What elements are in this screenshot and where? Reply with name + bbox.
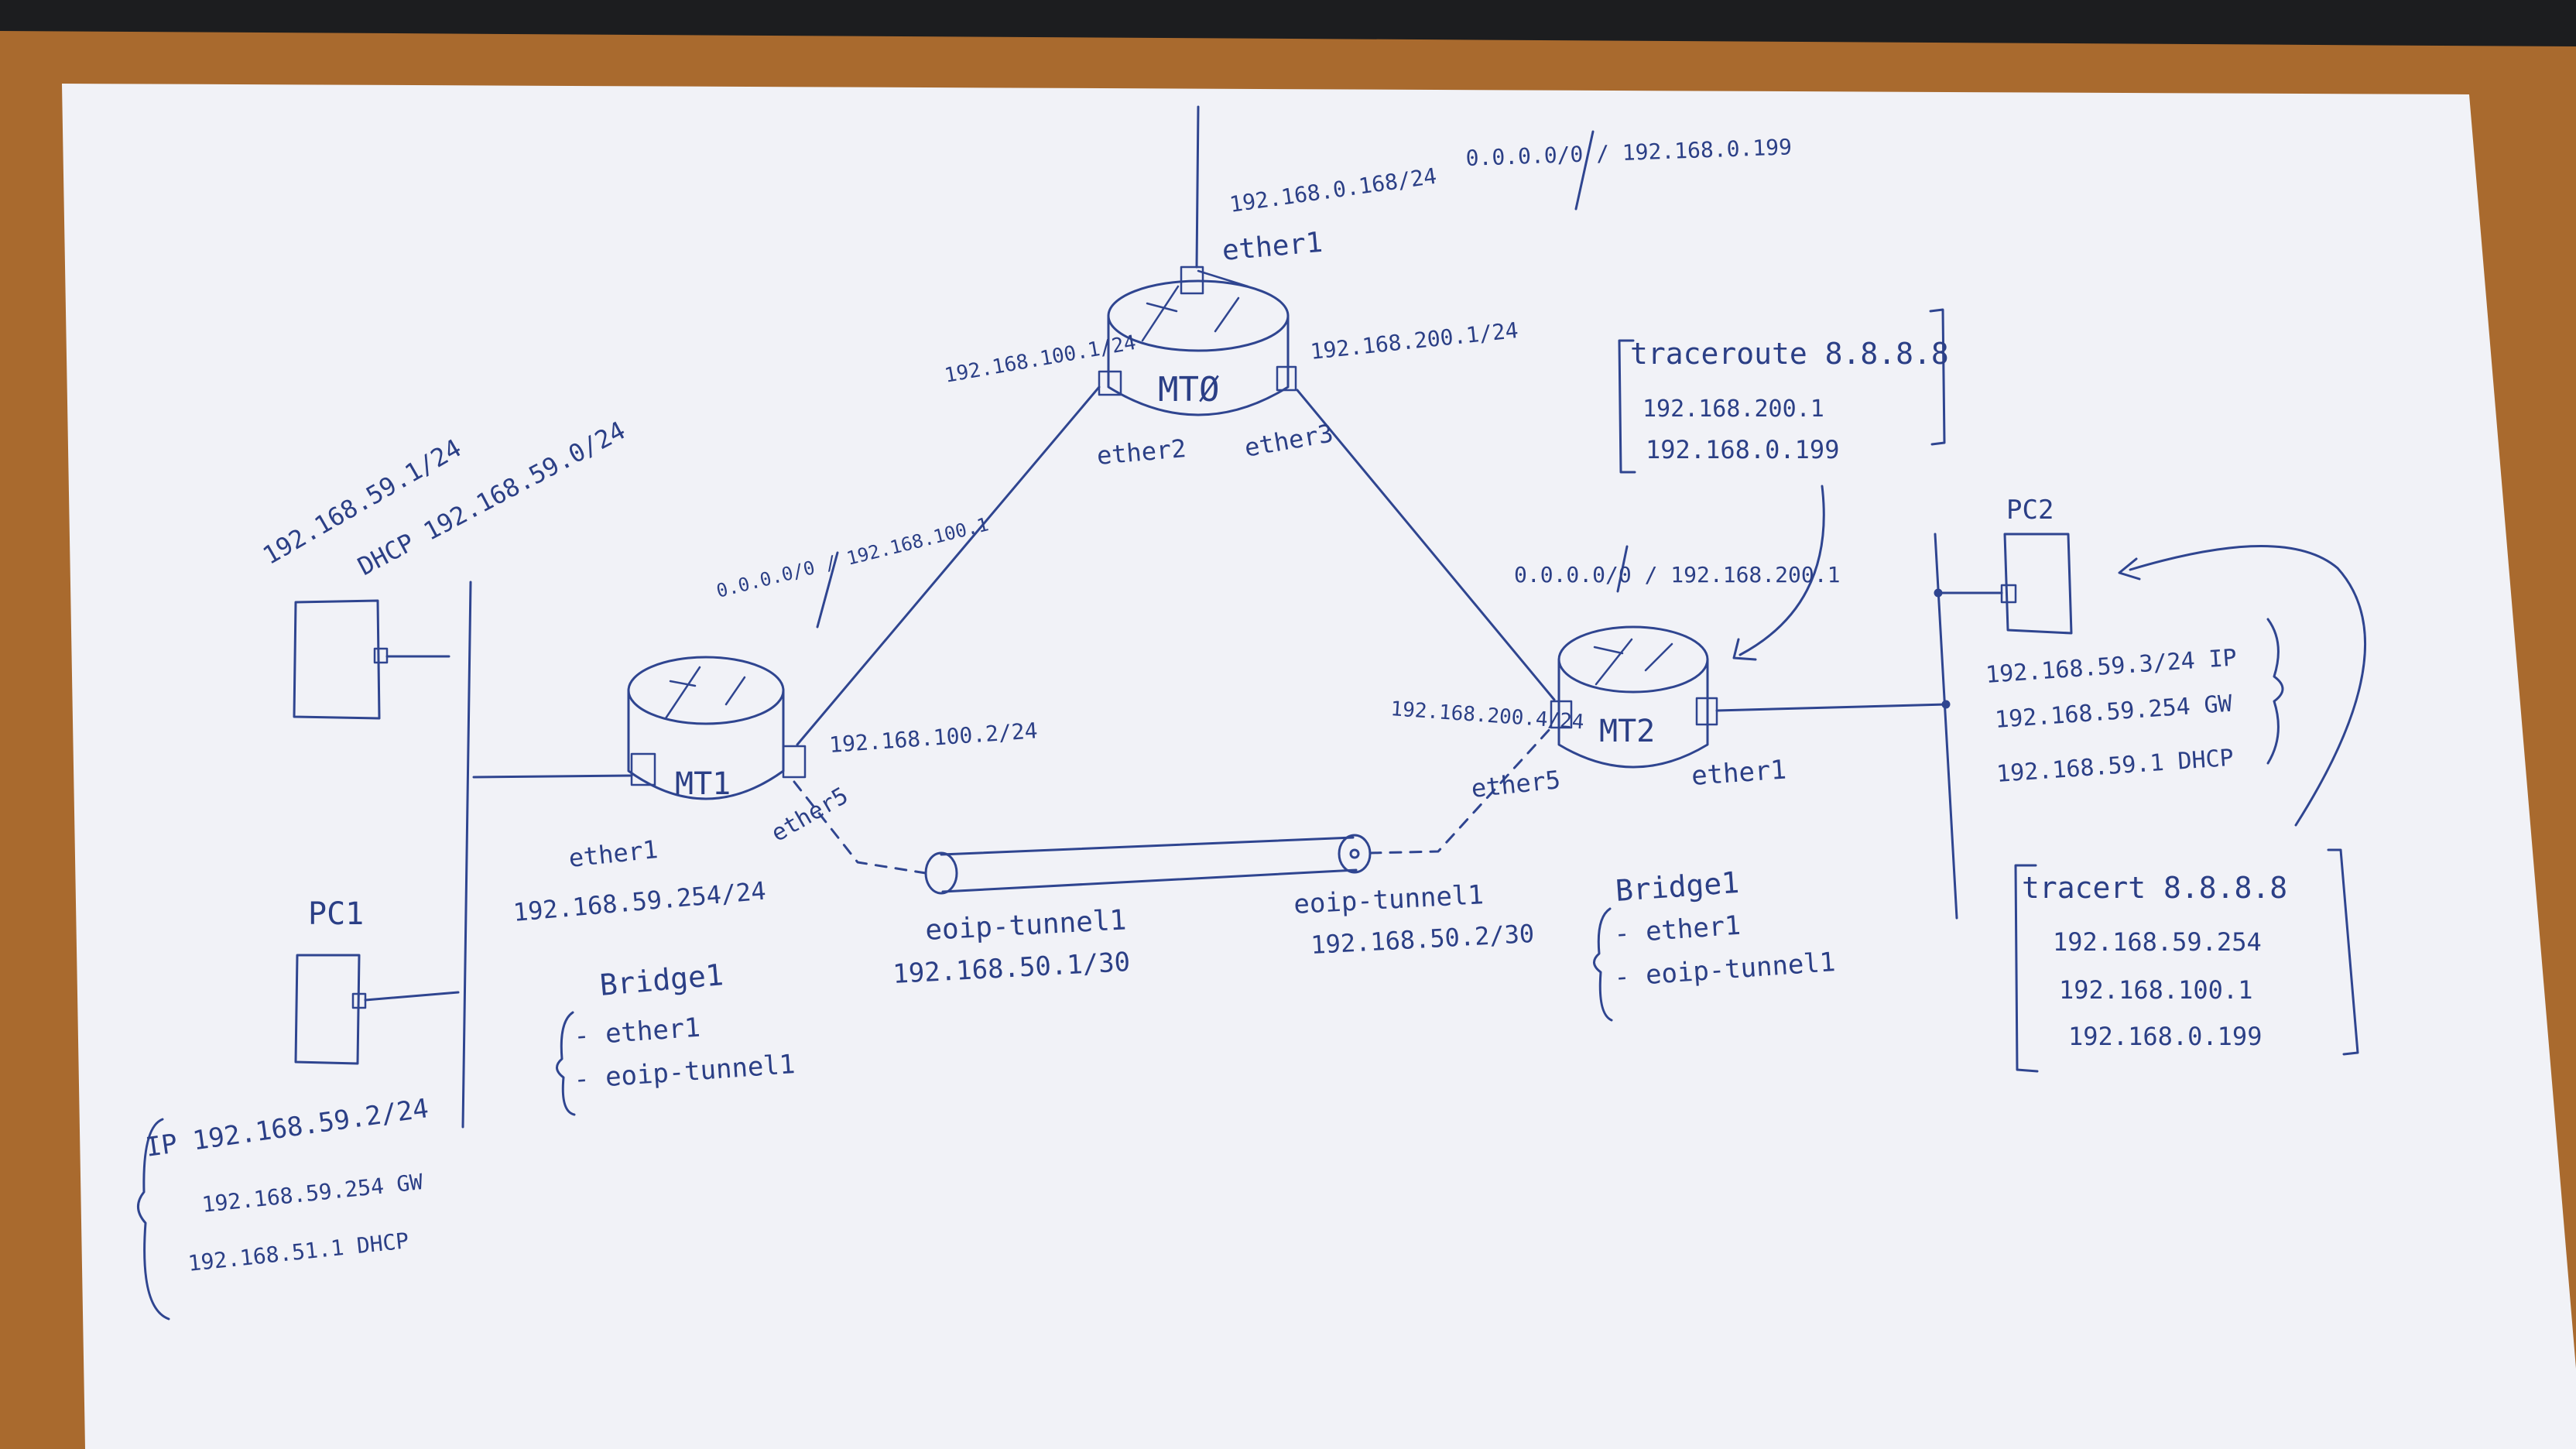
traceroute-pc2-hop-1: 192.168.59.254 [2053,927,2262,957]
mt1-port-ether5 [782,745,807,779]
link-mt0-mt2 [1296,389,1556,701]
mt0-port-ether3 [1276,365,1297,392]
traceroute-pc2-command: tracert 8.8.8.8 [2022,871,2287,905]
link-lan-left-mt1 [472,774,633,779]
mt0-route-slash [1574,130,1595,211]
bracket-pc2-config [2266,618,2284,765]
traceroute-mt2-hop-2: 192.168.0.199 [1646,435,1839,464]
tunnel-link-left [793,780,927,875]
mt2-label: MT2 [1599,714,1655,749]
lan-left-bus [461,581,472,1129]
bracket-mt1-bridge [556,1011,576,1116]
paper-sheet [62,84,2576,1449]
mt2-router-icon [1557,625,1709,769]
bracket-traceroute-pc2 [2014,848,2359,1073]
traceroute-pc2-hop-2: 192.168.100.1 [2059,975,2252,1005]
eoip-tunnel-pipe [924,834,1372,895]
traceroute-pc2-hop-3: 192.168.0.199 [2068,1022,2262,1051]
link-mt2-lan-right [1715,703,1947,712]
lan-left-gateway-device [293,599,381,720]
bracket-pc1-config [137,1118,170,1321]
mt0-port-ether1 [1180,265,1204,295]
traceroute-mt2-command: traceroute 8.8.8.8 [1630,337,1949,371]
bracket-traceroute-mt2 [1618,308,1946,474]
arrow-tracert-to-pc2-head [2118,557,2141,581]
mt2-ether1-label: ether1 [1690,755,1787,792]
pc2-label: PC2 [2006,495,2054,526]
mt1-port-ether1 [630,752,656,786]
tunnel-link-right [1368,726,1553,855]
pc1-device [294,954,361,1065]
laptop-edge [0,0,2576,46]
bracket-mt2-bridge [1593,907,1613,1022]
mt1-route-slash [816,551,839,629]
traceroute-mt2-hop-1: 192.168.200.1 [1643,396,1824,423]
mt0-label: MTØ [1158,370,1219,409]
mt1-router-icon [627,656,785,800]
mt0-router-icon [1107,269,1290,416]
mt2-default-route: 0.0.0.0/0 / 192.168.200.1 [1514,562,1840,587]
mt2-port-ether5 [1550,700,1573,729]
arrow-traceroute-to-mt2-head [1732,638,1757,661]
arrow-tracert-to-pc2 [2129,545,2367,827]
arrow-traceroute-to-mt2 [1738,485,1825,656]
pc2-device [2003,533,2073,635]
mt2-route-slash [1616,545,1629,593]
mt1-label: MT1 [675,766,731,802]
pc1-label: PC1 [308,896,364,932]
mt0-port-ether2 [1098,370,1122,396]
link-pc1-bus [364,991,460,1002]
link-mt0-mt1 [796,385,1101,746]
uplink-line [1195,105,1200,269]
lan-right-bus [1934,533,1958,920]
